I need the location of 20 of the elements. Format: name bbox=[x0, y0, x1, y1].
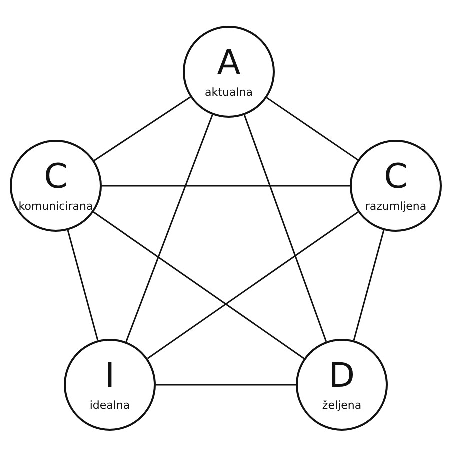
node-label: razumljena bbox=[365, 200, 427, 212]
connector-line bbox=[353, 230, 385, 341]
connector-line bbox=[94, 96, 191, 162]
connector-line bbox=[147, 212, 359, 360]
node-letter: A bbox=[217, 46, 241, 80]
connector-line bbox=[156, 384, 296, 386]
node-label: željena bbox=[322, 398, 362, 412]
connector-line bbox=[244, 115, 328, 342]
node-letter: C bbox=[44, 160, 68, 194]
connector-line bbox=[126, 114, 214, 342]
node-letter: C bbox=[384, 160, 408, 194]
node-letter: D bbox=[328, 358, 356, 392]
connector-line bbox=[266, 97, 358, 161]
node-label: komunicirana bbox=[18, 200, 94, 212]
node-letter: I bbox=[104, 358, 116, 392]
connector-line bbox=[67, 230, 99, 341]
connector-line bbox=[102, 185, 350, 187]
node-label: aktualna bbox=[205, 86, 253, 98]
connector-line bbox=[93, 212, 305, 360]
node-label: idealna bbox=[90, 398, 130, 412]
